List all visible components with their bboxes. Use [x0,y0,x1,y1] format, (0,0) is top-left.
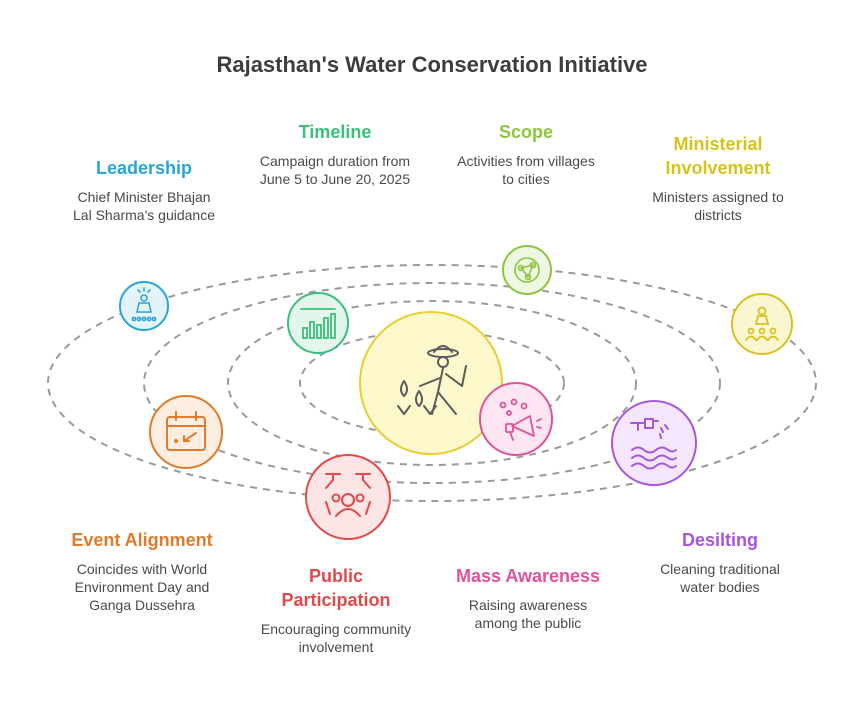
crowd-hands-icon [325,473,371,517]
team-leader-icon [745,306,779,341]
public-desc-line: involvement [298,639,374,655]
timeline-desc-line: June 5 to June 20, 2025 [259,171,411,187]
desilting-heading: Desilting [681,530,758,550]
leadership-heading: Leadership [95,158,193,178]
leadership-desc-line: Lal Sharma's guidance [73,207,215,223]
farmer-water-icon [397,345,467,415]
desilting-description: Cleaning traditional water bodies [620,560,820,596]
public-heading: Public Participation [236,564,436,612]
ministerial-description: Ministers assigned to districts [618,188,818,224]
ministerial-heading-line: Involvement [665,158,771,178]
timeline-desc-line: Campaign duration from [259,153,411,169]
desilting-desc-line: water bodies [680,579,760,595]
event-desc-line: Environment Day and [74,579,210,595]
scope-label: Scope Activities from villages to cities [426,120,626,188]
public-heading-line: Public [308,566,363,586]
mass-desc-line: Raising awareness [468,597,588,613]
scope-description: Activities from villages to cities [426,152,626,188]
timeline-label: Timeline Campaign duration from June 5 t… [235,120,435,188]
desilting-desc-line: Cleaning traditional [660,561,780,577]
event-node [149,395,223,469]
calendar-icon [166,411,206,451]
desilting-node [611,400,697,486]
mass-node [479,382,553,456]
desilting-label: Desilting Cleaning traditional water bod… [620,528,820,596]
ministerial-node [731,293,793,355]
orbit-ring-2 [227,300,637,466]
ministerial-label: Ministerial Involvement Ministers assign… [618,132,818,224]
ministerial-heading-line: Ministerial [673,134,763,154]
ministerial-desc-line: districts [694,207,742,223]
network-globe-icon [514,257,540,283]
mass-desc-line: among the public [474,615,582,631]
timeline-node [287,292,349,354]
leadership-label: Leadership Chief Minister Bhajan Lal Sha… [44,156,244,224]
ministerial-heading: Ministerial Involvement [618,132,818,180]
mass-label: Mass Awareness Raising awareness among t… [428,564,628,632]
event-description: Coincides with World Environment Day and… [42,560,242,614]
leadership-description: Chief Minister Bhajan Lal Sharma's guida… [44,188,244,224]
event-desc-line: Ganga Dussehra [89,597,195,613]
orbit-ring-3 [143,282,721,484]
event-label: Event Alignment Coincides with World Env… [42,528,242,614]
leader-podium-icon [131,287,157,322]
megaphone-icon [499,398,542,441]
orbit-ring-1 [299,330,565,436]
scope-heading: Scope [498,122,554,142]
page-title: Rajasthan's Water Conservation Initiativ… [216,52,648,77]
public-node [305,454,391,540]
scope-node [502,245,552,295]
water-tap-waves-icon [630,418,677,470]
mass-heading: Mass Awareness [455,566,601,586]
mass-description: Raising awareness among the public [428,596,628,632]
public-label: Public Participation Encouraging communi… [236,564,436,656]
leadership-desc-line: Chief Minister Bhajan [77,189,211,205]
timeline-description: Campaign duration from June 5 to June 20… [235,152,435,188]
public-desc-line: Encouraging community [260,621,412,637]
public-description: Encouraging community involvement [236,620,436,656]
scope-desc-line: Activities from villages [457,153,595,169]
bar-chart-icon [300,308,336,339]
ministerial-desc-line: Ministers assigned to [652,189,784,205]
public-heading-line: Participation [281,590,391,610]
leadership-node [119,281,169,331]
timeline-heading: Timeline [298,122,372,142]
orbit-ring-4 [47,264,817,502]
event-desc-line: Coincides with World [76,561,208,577]
event-heading: Event Alignment [71,530,213,550]
scope-desc-line: to cities [502,171,550,187]
center-node [359,311,503,455]
